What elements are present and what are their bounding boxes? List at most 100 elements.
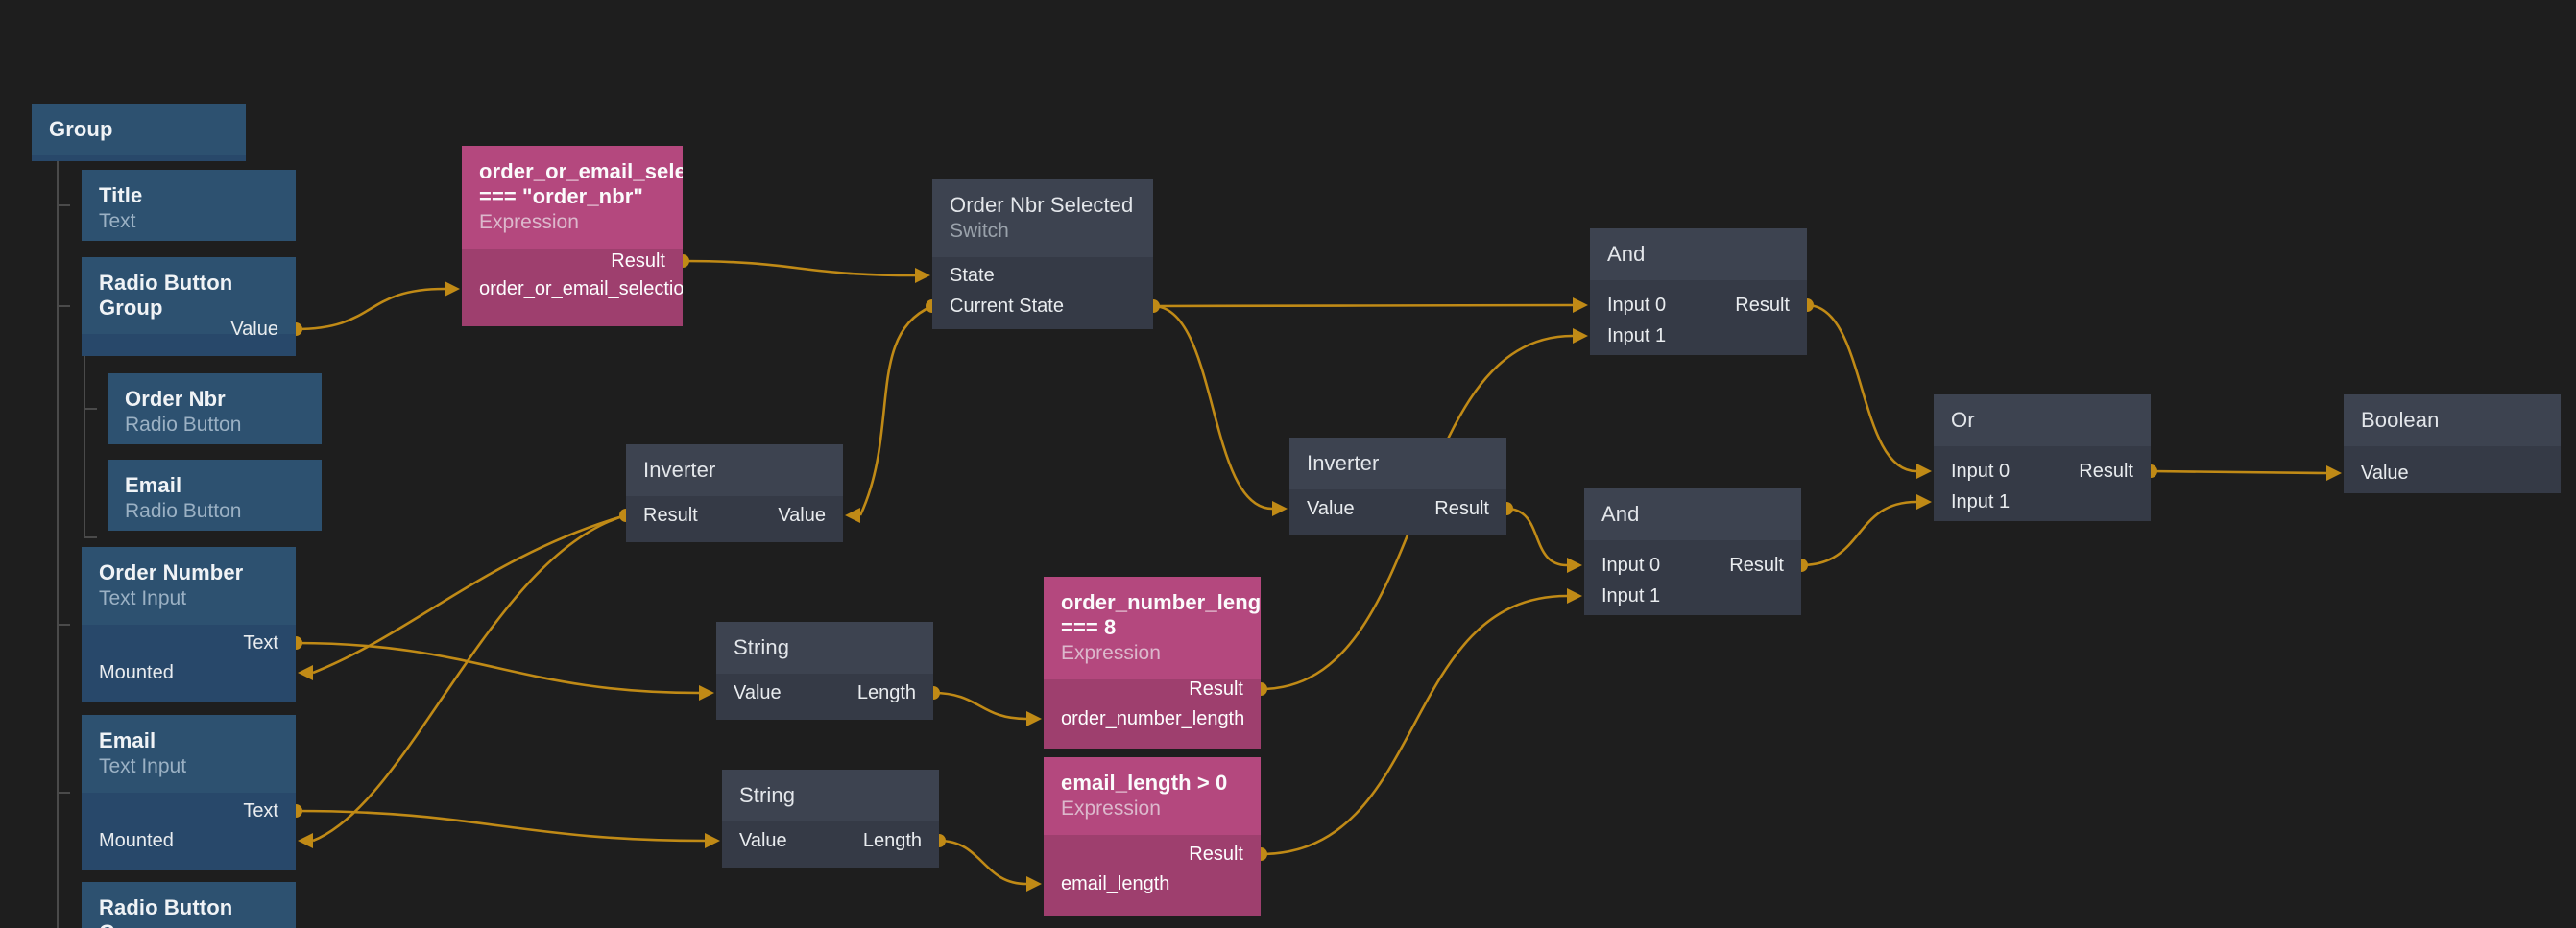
node-body (722, 821, 939, 868)
node-header: String (722, 770, 939, 821)
node-title: And (1607, 242, 1646, 266)
node-body (462, 248, 683, 326)
node-body (82, 333, 296, 356)
output-port-result[interactable]: Result (1729, 555, 1784, 576)
node-title: Radio Button Group (99, 895, 233, 928)
node-body (1044, 834, 1261, 916)
node-body (32, 155, 246, 161)
node-title: Email (125, 473, 182, 497)
output-port-result[interactable]: Result (611, 250, 665, 272)
node-body (1934, 445, 2151, 521)
input-port-value[interactable]: Value (2361, 463, 2409, 484)
node-header: Boolean (2344, 394, 2561, 446)
input-port-order-number-length[interactable]: order_number_length (1061, 708, 1245, 729)
tree-rail-tick-title (57, 204, 70, 206)
input-port-mounted[interactable]: Mounted (99, 662, 174, 683)
node-title: Boolean (2361, 408, 2440, 432)
output-port-text[interactable]: Text (243, 800, 278, 821)
input-port-input-0[interactable]: Input 0 (1951, 461, 2010, 482)
node-header: Inverter (1289, 438, 1506, 489)
input-port-value[interactable]: Value (739, 830, 787, 851)
input-port-order-or-email-selection[interactable]: order_or_email_selection (479, 278, 683, 299)
node-title: order_number_length === 8 (1061, 590, 1261, 639)
input-port-value[interactable]: Value (734, 682, 782, 703)
input-port-email-length[interactable]: email_length (1061, 873, 1170, 894)
node-body (932, 256, 1153, 329)
node-body (716, 673, 933, 720)
node-subtitle: Text Input (99, 754, 187, 777)
node-title: Title (99, 183, 143, 207)
input-port-input-0[interactable]: Input 0 (1601, 555, 1661, 576)
input-port-current-state[interactable]: Current State (950, 296, 1064, 317)
input-port-mounted[interactable]: Mounted (99, 830, 174, 851)
tree-rail-sub (84, 356, 85, 538)
input-port-input-1[interactable]: Input 1 (1951, 491, 2010, 512)
node-header: And (1584, 488, 1801, 540)
output-port-value[interactable]: Value (230, 319, 278, 340)
node-title: Or (1951, 408, 1975, 432)
input-port-value[interactable]: Value (1307, 498, 1355, 519)
node-radio-button-group-2[interactable]: Radio Button Group (82, 882, 296, 928)
output-port-result[interactable]: Result (2079, 461, 2133, 482)
output-port-result[interactable]: Result (1735, 295, 1790, 316)
tree-rail-tick-ordernbr (84, 408, 97, 410)
node-body (1044, 678, 1261, 749)
input-port-input-0[interactable]: Input 0 (1607, 295, 1667, 316)
node-expr-order-or-email-selection[interactable]: order_or_email_selection === "order_nbr"… (462, 146, 683, 326)
output-port-length[interactable]: Length (862, 830, 922, 851)
node-title: Order Nbr Selected (950, 193, 1134, 217)
node-header: Radio Button Group (82, 882, 296, 928)
output-port-length[interactable]: Length (856, 682, 916, 703)
node-header: Or (1934, 394, 2151, 446)
output-port-text[interactable]: Text (243, 632, 278, 654)
output-port-result[interactable]: Result (1434, 498, 1489, 519)
node-title: Inverter (1307, 451, 1380, 475)
node-body (82, 792, 296, 870)
node-subtitle: Radio Button (125, 499, 242, 522)
node-header: Group (32, 104, 246, 155)
input-port-input-1[interactable]: Input 1 (1607, 325, 1667, 346)
input-port-state[interactable]: State (950, 265, 995, 286)
input-port-input-1[interactable]: Input 1 (1601, 585, 1661, 607)
node-body (626, 495, 843, 542)
node-subtitle: Expression (1061, 797, 1161, 820)
output-port-result[interactable]: Result (1189, 678, 1243, 700)
node-subtitle: Text (99, 209, 136, 232)
node-group[interactable]: Group (32, 104, 246, 161)
output-port-result[interactable]: Result (643, 505, 698, 526)
node-title: order_or_email_selection === "order_nbr" (479, 159, 683, 208)
node-body (1590, 279, 1807, 355)
node-header: And (1590, 228, 1807, 280)
output-port-result[interactable]: Result (1189, 844, 1243, 865)
node-body (82, 624, 296, 702)
node-title: Group (49, 117, 113, 141)
output-port-value[interactable]: Value (778, 505, 826, 526)
tree-rail-tick-ordernum (57, 624, 70, 626)
node-title: And (1601, 502, 1640, 526)
